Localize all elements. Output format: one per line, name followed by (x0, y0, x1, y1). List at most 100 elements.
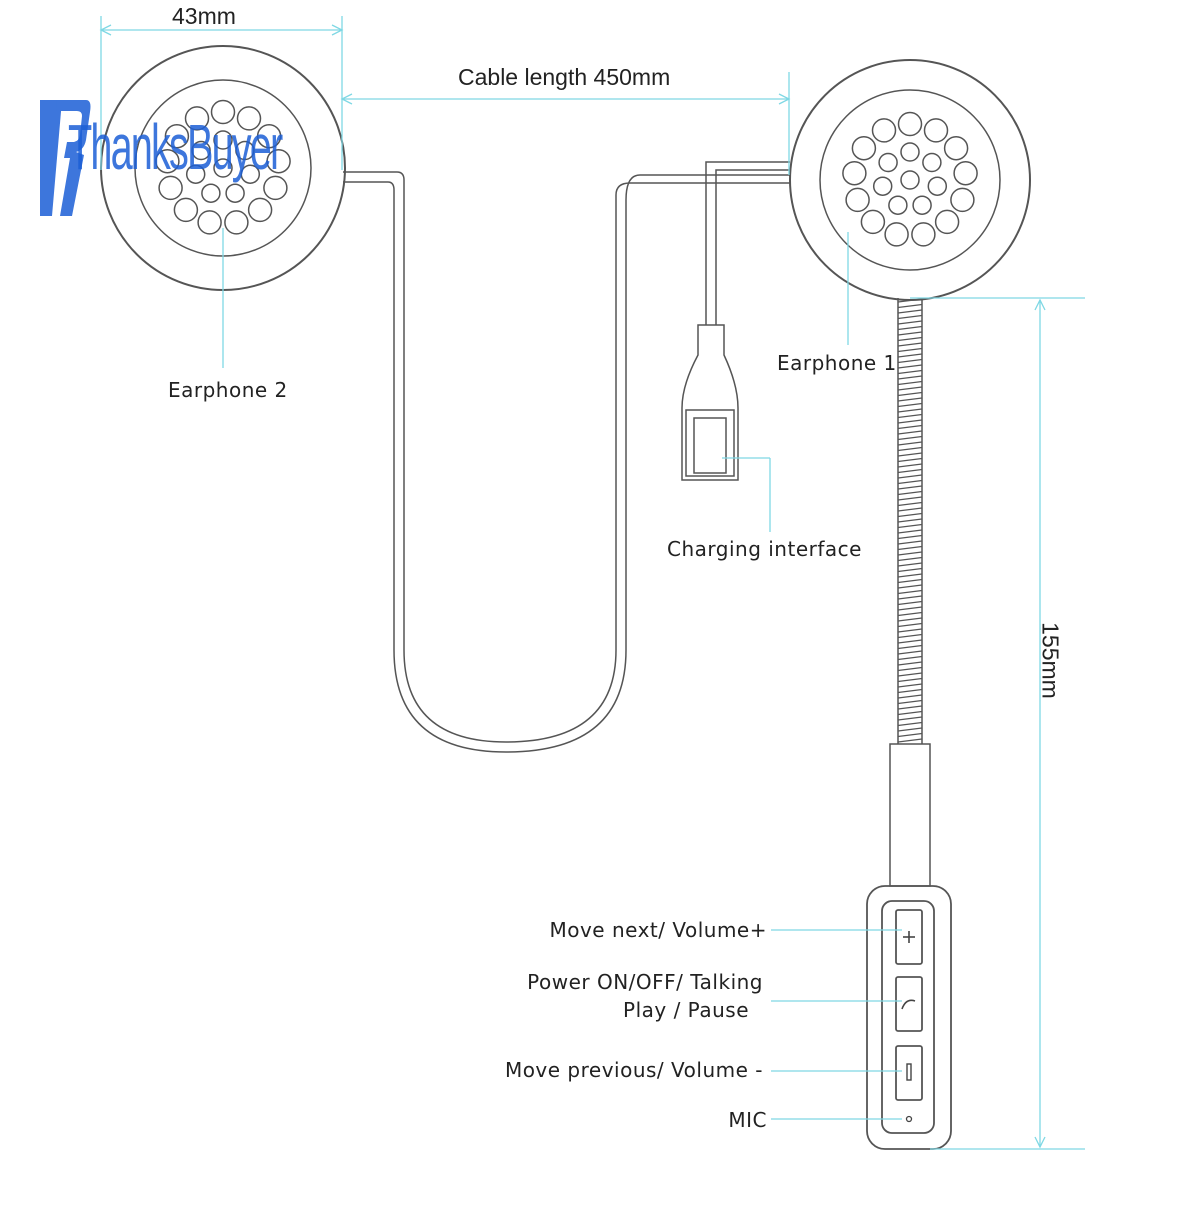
gooseneck-coil (897, 738, 923, 743)
grille-hole (247, 197, 273, 223)
gooseneck-coil (897, 523, 923, 529)
gooseneck-coil (897, 650, 923, 655)
earphone-1-label: Earphone 1 (777, 351, 897, 375)
power-label-line2: Play / Pause (623, 998, 749, 1022)
gooseneck-coil (897, 364, 923, 369)
grille-hole (872, 176, 893, 196)
gooseneck-coil (897, 611, 923, 617)
cable-length-dimension: Cable length 450mm (458, 64, 671, 90)
grille-hole (950, 187, 975, 213)
gooseneck-coil (897, 600, 923, 606)
grille-hole (191, 140, 211, 161)
gooseneck-coil (897, 320, 923, 325)
gooseneck-coil (897, 430, 923, 435)
gooseneck-coil (897, 435, 923, 441)
grille-hole (158, 175, 183, 201)
next-volume-label: Move next/ Volume+ (549, 918, 767, 942)
gooseneck-coil (897, 386, 923, 391)
grille-hole (878, 152, 898, 173)
grille-hole (888, 195, 908, 215)
gooseneck-coil (897, 369, 923, 375)
gooseneck-coil (897, 512, 923, 518)
minus-icon (906, 1063, 912, 1081)
gooseneck-coil (897, 397, 923, 402)
grille-hole (927, 176, 948, 196)
gooseneck-coil (897, 551, 923, 556)
grille-hole (173, 197, 199, 223)
gooseneck-coil (897, 716, 923, 721)
charging-interface-label: Charging interface (667, 537, 862, 561)
gooseneck-coil (897, 358, 923, 364)
grille-hole (224, 210, 249, 235)
earphone-width-dimension: 43mm (172, 3, 236, 29)
grille-hole (236, 106, 262, 131)
gooseneck-coil (897, 534, 923, 540)
gooseneck-coil (897, 413, 923, 419)
grille-hole (256, 123, 282, 149)
gooseneck-coil (897, 485, 923, 490)
control-module (866, 885, 952, 1150)
grille-hole (164, 123, 190, 149)
gooseneck-coil (897, 325, 923, 331)
gooseneck-coil (897, 303, 923, 309)
gooseneck-coil (897, 314, 923, 320)
gooseneck-coil (897, 727, 923, 732)
gooseneck-coil (897, 589, 923, 595)
gooseneck-coil (897, 705, 923, 710)
plus-icon (903, 931, 915, 943)
grille-hole (900, 142, 920, 162)
gooseneck-coil (897, 540, 923, 545)
gooseneck-coil (897, 633, 923, 639)
gooseneck-boom (889, 298, 931, 887)
gooseneck-coil (897, 474, 923, 479)
grille-hole (923, 118, 949, 143)
gooseneck-coil (897, 661, 923, 666)
gooseneck-coil (897, 644, 923, 650)
grille-hole (197, 210, 222, 235)
gooseneck-coil (897, 298, 923, 303)
gooseneck-coil (897, 309, 923, 314)
gooseneck-coil (897, 507, 923, 512)
grille-hole (851, 135, 877, 161)
gooseneck-coil (897, 452, 923, 457)
gooseneck-coil (897, 732, 923, 738)
grille-hole (934, 209, 960, 235)
gooseneck-coil (897, 556, 923, 562)
gooseneck-coil (897, 545, 923, 551)
gooseneck-coil (897, 347, 923, 353)
grille-hole (912, 195, 932, 215)
gooseneck-coil (897, 573, 923, 578)
gooseneck-coil (897, 501, 923, 507)
gooseneck-coil (897, 391, 923, 397)
gooseneck-coil (897, 424, 923, 430)
gooseneck-coil (897, 419, 923, 424)
gooseneck-coil (897, 375, 923, 380)
grille-hole (922, 152, 942, 173)
phone-icon (901, 999, 916, 1010)
gooseneck-coil (897, 617, 923, 622)
grille-hole (235, 140, 255, 161)
gooseneck-coil (897, 721, 923, 727)
gooseneck-coil (897, 518, 923, 523)
grille-hole (184, 106, 210, 131)
gooseneck-coil (897, 694, 923, 699)
grille-hole (225, 183, 245, 203)
dimension-lines (99, 16, 1085, 1150)
grille-hole (860, 209, 886, 235)
gooseneck-coil (897, 479, 923, 485)
grille-hole (900, 170, 920, 190)
gooseneck-coil (897, 353, 923, 358)
grille-hole (897, 111, 923, 137)
grille-hole (871, 118, 897, 143)
prev-volume-label: Move previous/ Volume - (504, 1058, 763, 1082)
mic-label: MIC (728, 1108, 767, 1132)
thanksbuyer-logo (40, 100, 91, 216)
gooseneck-coil (897, 584, 923, 589)
grille-hole (185, 164, 206, 184)
grille-hole (213, 130, 233, 150)
mic-dot-icon (905, 1115, 913, 1123)
gooseneck-coil (897, 567, 923, 573)
gooseneck-coil (897, 672, 923, 677)
gooseneck-coil (897, 595, 923, 600)
grille-hole (201, 183, 221, 203)
